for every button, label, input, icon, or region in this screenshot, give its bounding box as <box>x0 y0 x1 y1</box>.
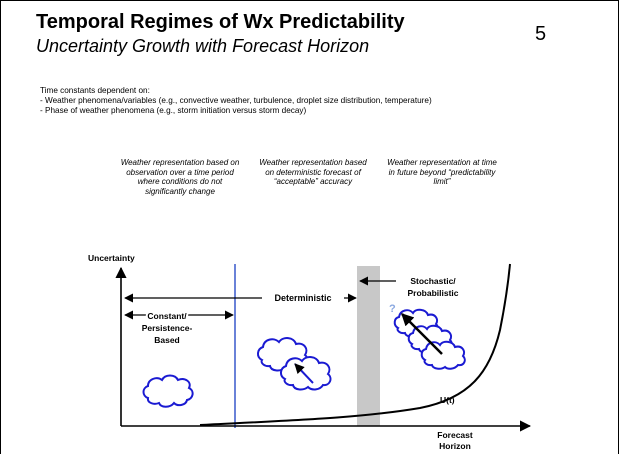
cloud-persistence <box>142 374 194 408</box>
storm-motion-arrow-deterministic <box>294 363 314 384</box>
page-number: 5 <box>535 23 547 45</box>
notes-intro: Time constants dependent on: <box>40 86 150 95</box>
y-axis-label: Uncertainty <box>88 253 135 263</box>
stochastic-label: Stochastic/ <box>410 276 456 286</box>
based-label: Based <box>154 335 180 345</box>
slide-border-left <box>0 0 1 454</box>
storm-motion-arrow-stochastic <box>401 313 443 355</box>
slide-title: Temporal Regimes of Wx Predictability <box>36 11 405 33</box>
slide-border-top <box>0 0 619 1</box>
cloud-stochastic-bottom <box>420 340 466 370</box>
uncertainty-curve <box>199 263 511 426</box>
probabilistic-label: Probabilistic <box>407 288 458 298</box>
representation-observation: Weather representation based on observat… <box>120 158 240 196</box>
curve-label: U(t) <box>440 395 455 405</box>
constant-label: Constant/ <box>147 311 187 321</box>
representation-deterministic: Weather representation based on determin… <box>259 158 367 186</box>
persistence-label: Persistence- <box>142 323 193 333</box>
predictability-limit-band <box>357 266 380 426</box>
time-constant-notes: Time constants dependent on: - Weather p… <box>40 86 432 116</box>
cloud-deterministic-front <box>280 356 332 391</box>
slide-subtitle: Uncertainty Growth with Forecast Horizon <box>36 36 370 56</box>
deterministic-label: Deterministic <box>274 293 331 303</box>
notes-item-phase: - Phase of weather phenomena (e.g., stor… <box>40 106 307 115</box>
notes-item-phenomena: - Weather phenomena/variables (e.g., con… <box>40 96 432 105</box>
x-axis-label-horizon: Horizon <box>439 441 471 451</box>
representation-beyond-limit: Weather representation at time in future… <box>387 158 497 186</box>
question-mark: ? <box>389 303 396 315</box>
x-axis-label-forecast: Forecast <box>437 430 473 440</box>
